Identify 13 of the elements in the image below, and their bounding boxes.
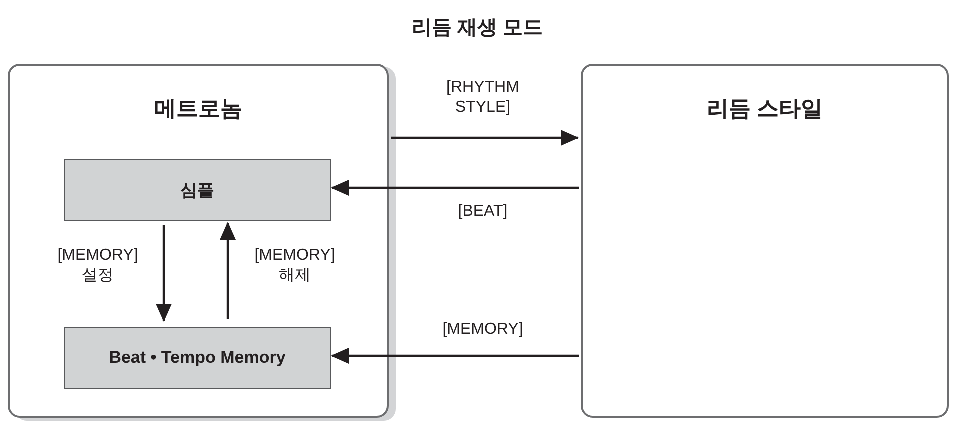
box-label: Beat • Tempo Memory — [109, 348, 286, 368]
panel-heading: 리듬 스타일 — [706, 95, 824, 123]
arrow — [331, 348, 579, 364]
arrow — [220, 222, 236, 319]
arrow — [331, 180, 579, 196]
panel-heading: 메트로놈 — [154, 95, 242, 123]
mode-box — [64, 159, 331, 221]
mode-box — [64, 327, 331, 389]
arrow — [156, 225, 172, 322]
box-label: 심플 — [180, 180, 214, 202]
diagram-title: 리듬 재생 모드 — [410, 16, 544, 41]
arrow — [391, 130, 579, 146]
group-panel — [581, 64, 949, 418]
